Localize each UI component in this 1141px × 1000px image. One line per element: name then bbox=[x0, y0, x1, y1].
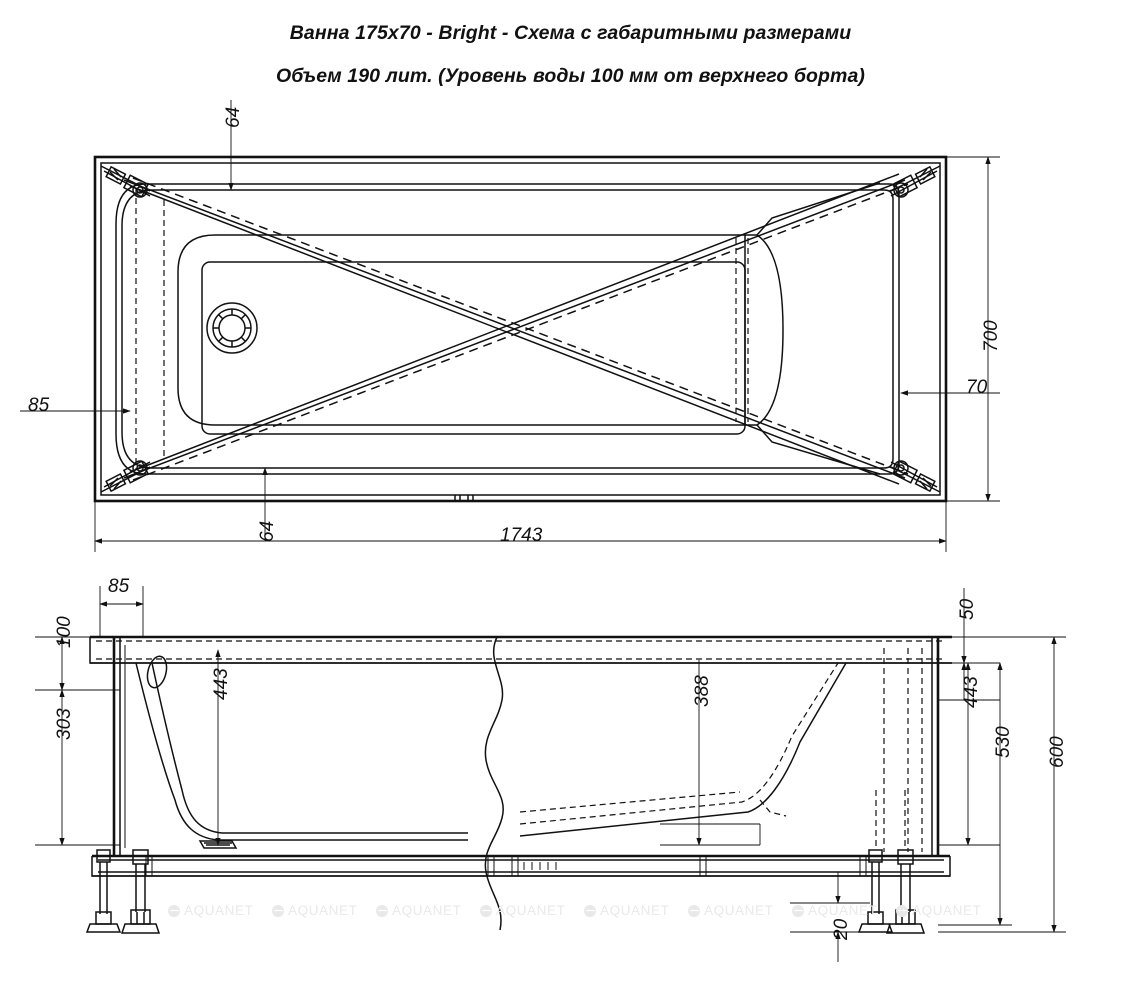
dim-side-20-bottom: 20 bbox=[831, 918, 852, 940]
dim-top-85-left: 85 bbox=[28, 395, 50, 416]
dim-side-100-left: 100 bbox=[54, 616, 75, 648]
dim-top-64-upper: 64 bbox=[223, 106, 244, 128]
top-view-group bbox=[20, 100, 1000, 552]
dim-side-388-center: 388 bbox=[692, 675, 713, 707]
dim-side-443-right: 443 bbox=[961, 676, 982, 708]
dim-top-64-lower: 64 bbox=[257, 520, 278, 542]
dim-side-303-left: 303 bbox=[54, 708, 75, 740]
dim-side-85-top: 85 bbox=[108, 576, 130, 597]
dim-top-1743-bottom: 1743 bbox=[500, 525, 543, 546]
dim-top-70-right: 70 bbox=[966, 377, 988, 398]
dim-side-600-right: 600 bbox=[1047, 736, 1068, 768]
side-view-group bbox=[35, 586, 1066, 962]
dim-side-50-right: 50 bbox=[957, 598, 978, 620]
dim-side-443-left: 443 bbox=[211, 668, 232, 700]
dim-top-700-right: 700 bbox=[981, 320, 1002, 352]
dim-side-530-right: 530 bbox=[993, 726, 1014, 758]
drain-icon bbox=[206, 302, 258, 354]
